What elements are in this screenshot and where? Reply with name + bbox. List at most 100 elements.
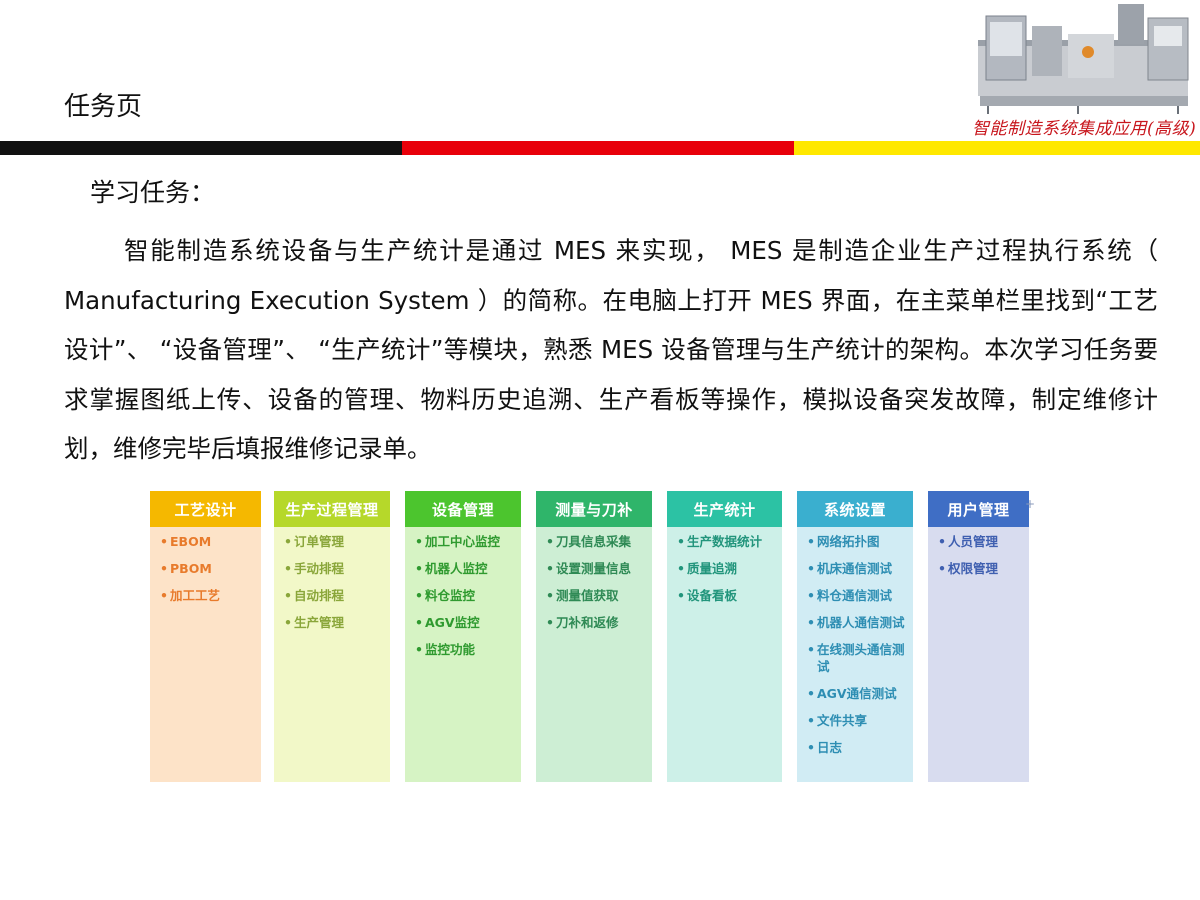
menu-column: 测量与刀补•刀具信息采集•设置测量信息•测量值获取•刀补和返修 xyxy=(536,491,652,782)
menu-item: •日志 xyxy=(797,739,913,756)
menu-item: •AGV监控 xyxy=(405,614,521,631)
menu-item-label: 机器人通信测试 xyxy=(817,615,905,630)
bullet-icon: • xyxy=(160,588,168,603)
equipment-photo xyxy=(968,0,1200,140)
menu-item-label: 刀具信息采集 xyxy=(556,534,632,549)
bullet-icon: • xyxy=(284,588,292,603)
stripe-black xyxy=(0,141,402,155)
menu-column: 工艺设计•EBOM•PBOM•加工工艺 xyxy=(150,491,261,782)
menu-item-label: 在线测头通信测试 xyxy=(817,642,905,674)
menu-item: •网络拓扑图 xyxy=(797,533,913,550)
bullet-icon: • xyxy=(677,588,685,603)
bullet-icon: • xyxy=(546,615,554,630)
menu-column-title: 生产统计 xyxy=(667,491,782,527)
menu-column-body: •订单管理•手动排程•自动排程•生产管理 xyxy=(274,527,390,782)
bullet-icon: • xyxy=(807,534,815,549)
brand-caption: 智能制造系统集成应用(高级) xyxy=(972,119,1197,139)
page-title: 任务页 xyxy=(64,92,143,122)
bullet-icon: • xyxy=(546,534,554,549)
stripe-red xyxy=(402,141,794,155)
menu-item-label: AGV通信测试 xyxy=(817,686,897,701)
bullet-icon: • xyxy=(807,561,815,576)
menu-item-label: 生产管理 xyxy=(294,615,345,630)
menu-item: •自动排程 xyxy=(274,587,390,604)
menu-item: •机床通信测试 xyxy=(797,560,913,577)
menu-item: •权限管理 xyxy=(928,560,1029,577)
menu-item: •刀补和返修 xyxy=(536,614,652,631)
menu-item: •订单管理 xyxy=(274,533,390,550)
menu-column-title: 测量与刀补 xyxy=(536,491,652,527)
plus-mark: + xyxy=(1025,497,1036,511)
bullet-icon: • xyxy=(677,561,685,576)
menu-item-label: 生产数据统计 xyxy=(687,534,763,549)
menu-item-label: 人员管理 xyxy=(948,534,999,549)
menu-column: 生产统计•生产数据统计•质量追溯•设备看板 xyxy=(667,491,782,782)
menu-item-label: 网络拓扑图 xyxy=(817,534,880,549)
menu-column: 系统设置•网络拓扑图•机床通信测试•料仓通信测试•机器人通信测试•在线测头通信测… xyxy=(797,491,913,782)
menu-item-label: PBOM xyxy=(170,561,212,576)
menu-item: •生产数据统计 xyxy=(667,533,782,550)
bullet-icon: • xyxy=(415,642,423,657)
menu-item: •质量追溯 xyxy=(667,560,782,577)
menu-column-body: •生产数据统计•质量追溯•设备看板 xyxy=(667,527,782,782)
menu-column: 设备管理•加工中心监控•机器人监控•料仓监控•AGV监控•监控功能 xyxy=(405,491,521,782)
stripe-yellow xyxy=(794,141,1200,155)
menu-item: •EBOM xyxy=(150,533,261,550)
menu-column-body: •人员管理 •权限管理 xyxy=(928,527,1029,782)
bullet-icon: • xyxy=(415,615,423,630)
menu-item-label: 文件共享 xyxy=(817,713,868,728)
bullet-icon: • xyxy=(284,561,292,576)
bullet-icon: • xyxy=(415,534,423,549)
bullet-icon: • xyxy=(677,534,685,549)
menu-column-title: 用户管理 xyxy=(928,491,1029,527)
menu-item: •加工中心监控 xyxy=(405,533,521,550)
menu-item-label: 刀补和返修 xyxy=(556,615,619,630)
bullet-icon: • xyxy=(160,561,168,576)
menu-item-label: 订单管理 xyxy=(294,534,345,549)
menu-item: •刀具信息采集 xyxy=(536,533,652,550)
menu-item: •料仓通信测试 xyxy=(797,587,913,604)
menu-item-label: EBOM xyxy=(170,534,212,549)
bullet-icon: • xyxy=(807,615,815,630)
menu-column: 用户管理 •人员管理 •权限管理 xyxy=(928,491,1029,782)
task-heading: 学习任务： xyxy=(90,178,216,207)
menu-item-label: 加工中心监控 xyxy=(425,534,501,549)
menu-item-label: 加工工艺 xyxy=(170,588,221,603)
menu-item-label: 质量追溯 xyxy=(687,561,738,576)
menu-item: •设备看板 xyxy=(667,587,782,604)
bullet-icon: • xyxy=(415,561,423,576)
menu-item: •手动排程 xyxy=(274,560,390,577)
menu-item-label: 日志 xyxy=(817,740,843,755)
menu-item-label: 料仓通信测试 xyxy=(817,588,893,603)
menu-item-label: 自动排程 xyxy=(294,588,345,603)
menu-item-label: 设置测量信息 xyxy=(556,561,632,576)
bullet-icon: • xyxy=(415,588,423,603)
menu-item: •在线测头通信测试 xyxy=(797,641,913,675)
menu-column-body: •网络拓扑图•机床通信测试•料仓通信测试•机器人通信测试•在线测头通信测试•AG… xyxy=(797,527,913,782)
menu-column-title: 设备管理 xyxy=(405,491,521,527)
bullet-icon: • xyxy=(938,534,946,549)
menu-column-body: •EBOM•PBOM•加工工艺 xyxy=(150,527,261,782)
menu-item-label: 机器人监控 xyxy=(425,561,488,576)
menu-item: •料仓监控 xyxy=(405,587,521,604)
menu-item-label: 设备看板 xyxy=(687,588,738,603)
bullet-icon: • xyxy=(284,615,292,630)
menu-item-label: 手动排程 xyxy=(294,561,345,576)
menu-item-label: 机床通信测试 xyxy=(817,561,893,576)
menu-column-title: 系统设置 xyxy=(797,491,913,527)
menu-item: •监控功能 xyxy=(405,641,521,658)
menu-item-label: 监控功能 xyxy=(425,642,476,657)
menu-column-body: •刀具信息采集•设置测量信息•测量值获取•刀补和返修 xyxy=(536,527,652,782)
menu-item: •测量值获取 xyxy=(536,587,652,604)
menu-column-title: 生产过程管理 xyxy=(274,491,390,527)
menu-item-label: 测量值获取 xyxy=(556,588,619,603)
bullet-icon: • xyxy=(160,534,168,549)
menu-column-title: 工艺设计 xyxy=(150,491,261,527)
bullet-icon: • xyxy=(546,561,554,576)
bullet-icon: • xyxy=(807,642,815,657)
menu-item: •加工工艺 xyxy=(150,587,261,604)
menu-item: •生产管理 xyxy=(274,614,390,631)
menu-item: •机器人监控 xyxy=(405,560,521,577)
bullet-icon: • xyxy=(938,561,946,576)
menu-item: •AGV通信测试 xyxy=(797,685,913,702)
